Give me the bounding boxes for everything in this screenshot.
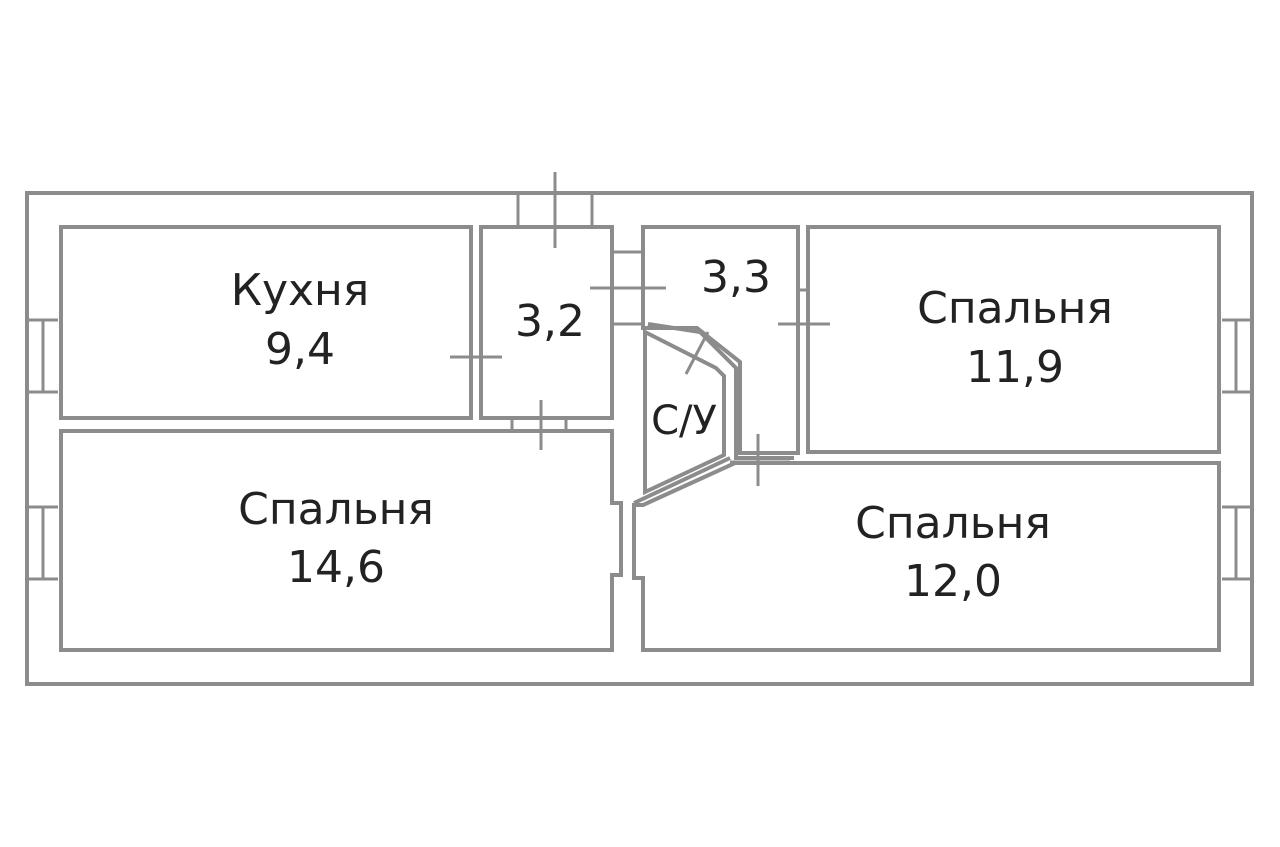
room-bedroom-top-right <box>806 225 1221 454</box>
bedroom-top-right-area: 11,9 <box>966 342 1064 393</box>
label-kitchen: Кухня 9,4 <box>231 265 370 375</box>
window-bedroom-left <box>29 505 58 581</box>
label-bedroom-bottom-left: Спальня 14,6 <box>238 484 434 593</box>
window-bedroom-bottom-right <box>1222 505 1250 581</box>
bedroom-bottom-right-name: Спальня <box>855 498 1051 549</box>
room-hall-left <box>479 225 614 420</box>
bathroom-name: С/У <box>651 398 717 444</box>
kitchen-name: Кухня <box>231 265 370 316</box>
outer-wall <box>25 191 1254 686</box>
room-hall-right <box>641 225 800 455</box>
label-bedroom-bottom-right: Спальня 12,0 <box>855 498 1051 607</box>
door-marks <box>450 250 830 486</box>
bedroom-top-right-name: Спальня <box>917 283 1113 334</box>
bedroom-bottom-right-area: 12,0 <box>904 556 1002 607</box>
hall-right-area: 3,3 <box>701 252 771 303</box>
room-bedroom-bottom-left <box>59 429 623 652</box>
bathroom-outer-wall <box>633 322 794 505</box>
label-bedroom-top-right: Спальня 11,9 <box>917 283 1113 393</box>
window-kitchen <box>29 318 58 394</box>
hall-left-area: 3,2 <box>515 296 585 347</box>
bedroom-bottom-left-name: Спальня <box>238 484 434 535</box>
entrance-door <box>516 172 594 248</box>
kitchen-area: 9,4 <box>265 324 335 375</box>
window-bedroom-top-right <box>1222 318 1250 394</box>
room-bedroom-bottom-right <box>632 461 1221 652</box>
room-kitchen <box>59 225 473 420</box>
room-bathroom <box>643 328 726 496</box>
bedroom-bottom-left-area: 14,6 <box>287 542 385 593</box>
